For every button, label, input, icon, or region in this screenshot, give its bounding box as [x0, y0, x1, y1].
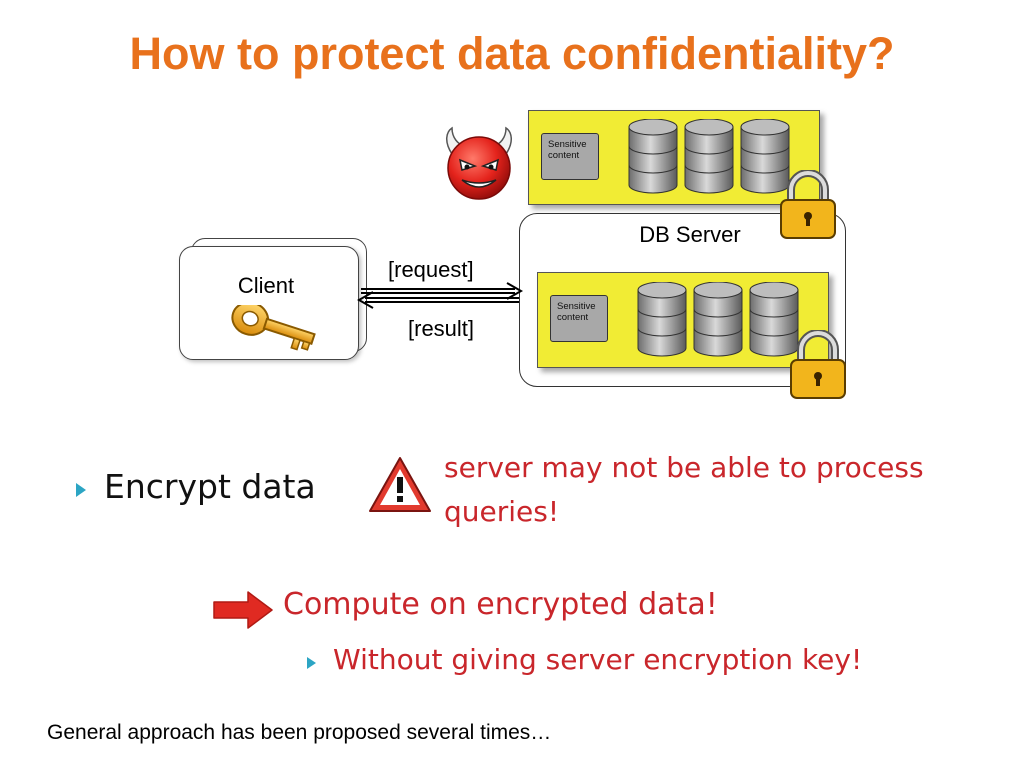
sensitive-content-scroll-top: Sensitive content: [541, 133, 599, 180]
warning-text: server may not be able to process querie…: [444, 451, 924, 528]
client-card: [179, 246, 359, 360]
database-icon: [740, 119, 790, 194]
database-icon: [749, 282, 799, 357]
request-label: [request]: [388, 257, 474, 282]
database-icon-group-bottom: [637, 282, 799, 357]
database-icon: [628, 119, 678, 194]
compute-on-encrypted-data-text: Compute on encrypted data!: [283, 587, 718, 622]
padlock-icon: [780, 170, 836, 239]
database-icon-group-top: [628, 119, 790, 194]
result-label: [result]: [408, 316, 475, 341]
client-label: Client: [237, 273, 295, 298]
red-arrow-icon: [213, 591, 273, 629]
bullet-encrypt-data: Encrypt data: [104, 467, 316, 506]
devil-icon: [446, 126, 512, 200]
database-icon: [693, 282, 743, 357]
footer-note: General approach has been proposed sever…: [47, 721, 552, 744]
warning-icon: [369, 457, 431, 512]
bullet-arrow-icon: [76, 483, 86, 497]
database-icon: [684, 119, 734, 194]
request-result-arrows: [356, 282, 524, 309]
result-arrow: [356, 291, 519, 309]
db-server-label: DB Server: [639, 222, 741, 247]
slide-title: How to protect data confidentiality?: [129, 28, 895, 79]
sub-bullet-no-key: Without giving server encryption key!: [333, 643, 863, 676]
sensitive-content-scroll-bottom: Sensitive content: [550, 295, 608, 342]
padlock-icon: [790, 330, 846, 399]
database-icon: [637, 282, 687, 357]
request-arrow: [361, 282, 524, 300]
sub-bullet-arrow-icon: [307, 657, 316, 669]
key-icon: [231, 305, 316, 351]
